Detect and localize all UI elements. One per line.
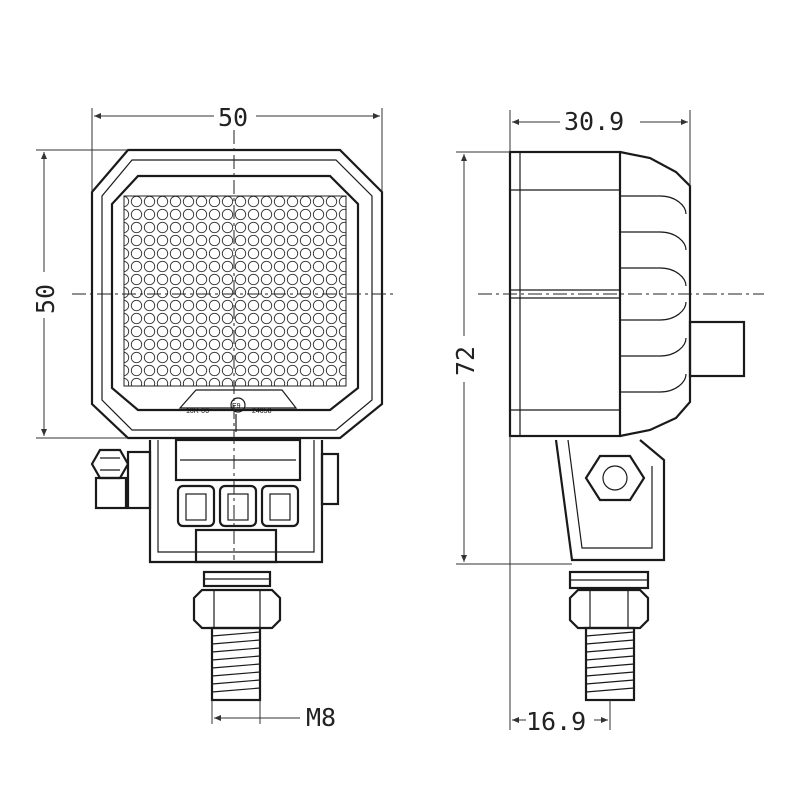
left-bolt-head [126,450,152,510]
heatsink-fin-3 [620,267,687,287]
cable-gland [688,320,746,378]
bracket-bottom-nut [194,528,278,564]
side-hex-bolt [584,454,646,502]
side-base-label: 16.9 [526,707,586,736]
side-height-label: 72 [451,346,480,376]
stamp-left-text: 10R-06 [186,408,209,415]
left-hex-nut [90,448,130,480]
front-view: 10R-06 E9 24658 [30,100,396,732]
right-bolt-head [320,452,340,506]
heatsink-fin-5 [620,337,687,357]
front-height-label: 50 [31,284,60,314]
e-mark-icon [230,397,246,413]
front-housing-outer [90,148,384,440]
side-stud-nut [568,588,650,630]
front-width-label: 50 [218,103,248,132]
heatsink-fin-2 [620,231,687,251]
stamp-right-text: 24658 [252,408,272,415]
front-lens [110,174,360,412]
stamp-plate [178,389,298,409]
thread-label: M8 [306,703,336,732]
side-stud-threads [585,631,635,693]
bracket-fin-2 [218,484,258,528]
heatsink-fin-4 [620,301,687,321]
lens-reflector-grid [123,195,347,387]
stud-threads [211,631,261,693]
side-bracket [554,439,666,562]
side-depth-label: 30.9 [564,107,624,136]
heatsink-fin-1 [620,195,687,215]
stud-hex-nut [192,588,282,630]
front-housing-inner [101,159,373,431]
side-view: 30.9 72 16.9 [450,104,764,736]
bracket-fin-1 [176,484,216,528]
bracket-neck [174,438,302,482]
bracket-fin-3 [260,484,300,528]
stamp-mark-text: E9 [232,403,241,410]
heatsink-fin-6 [620,373,687,393]
